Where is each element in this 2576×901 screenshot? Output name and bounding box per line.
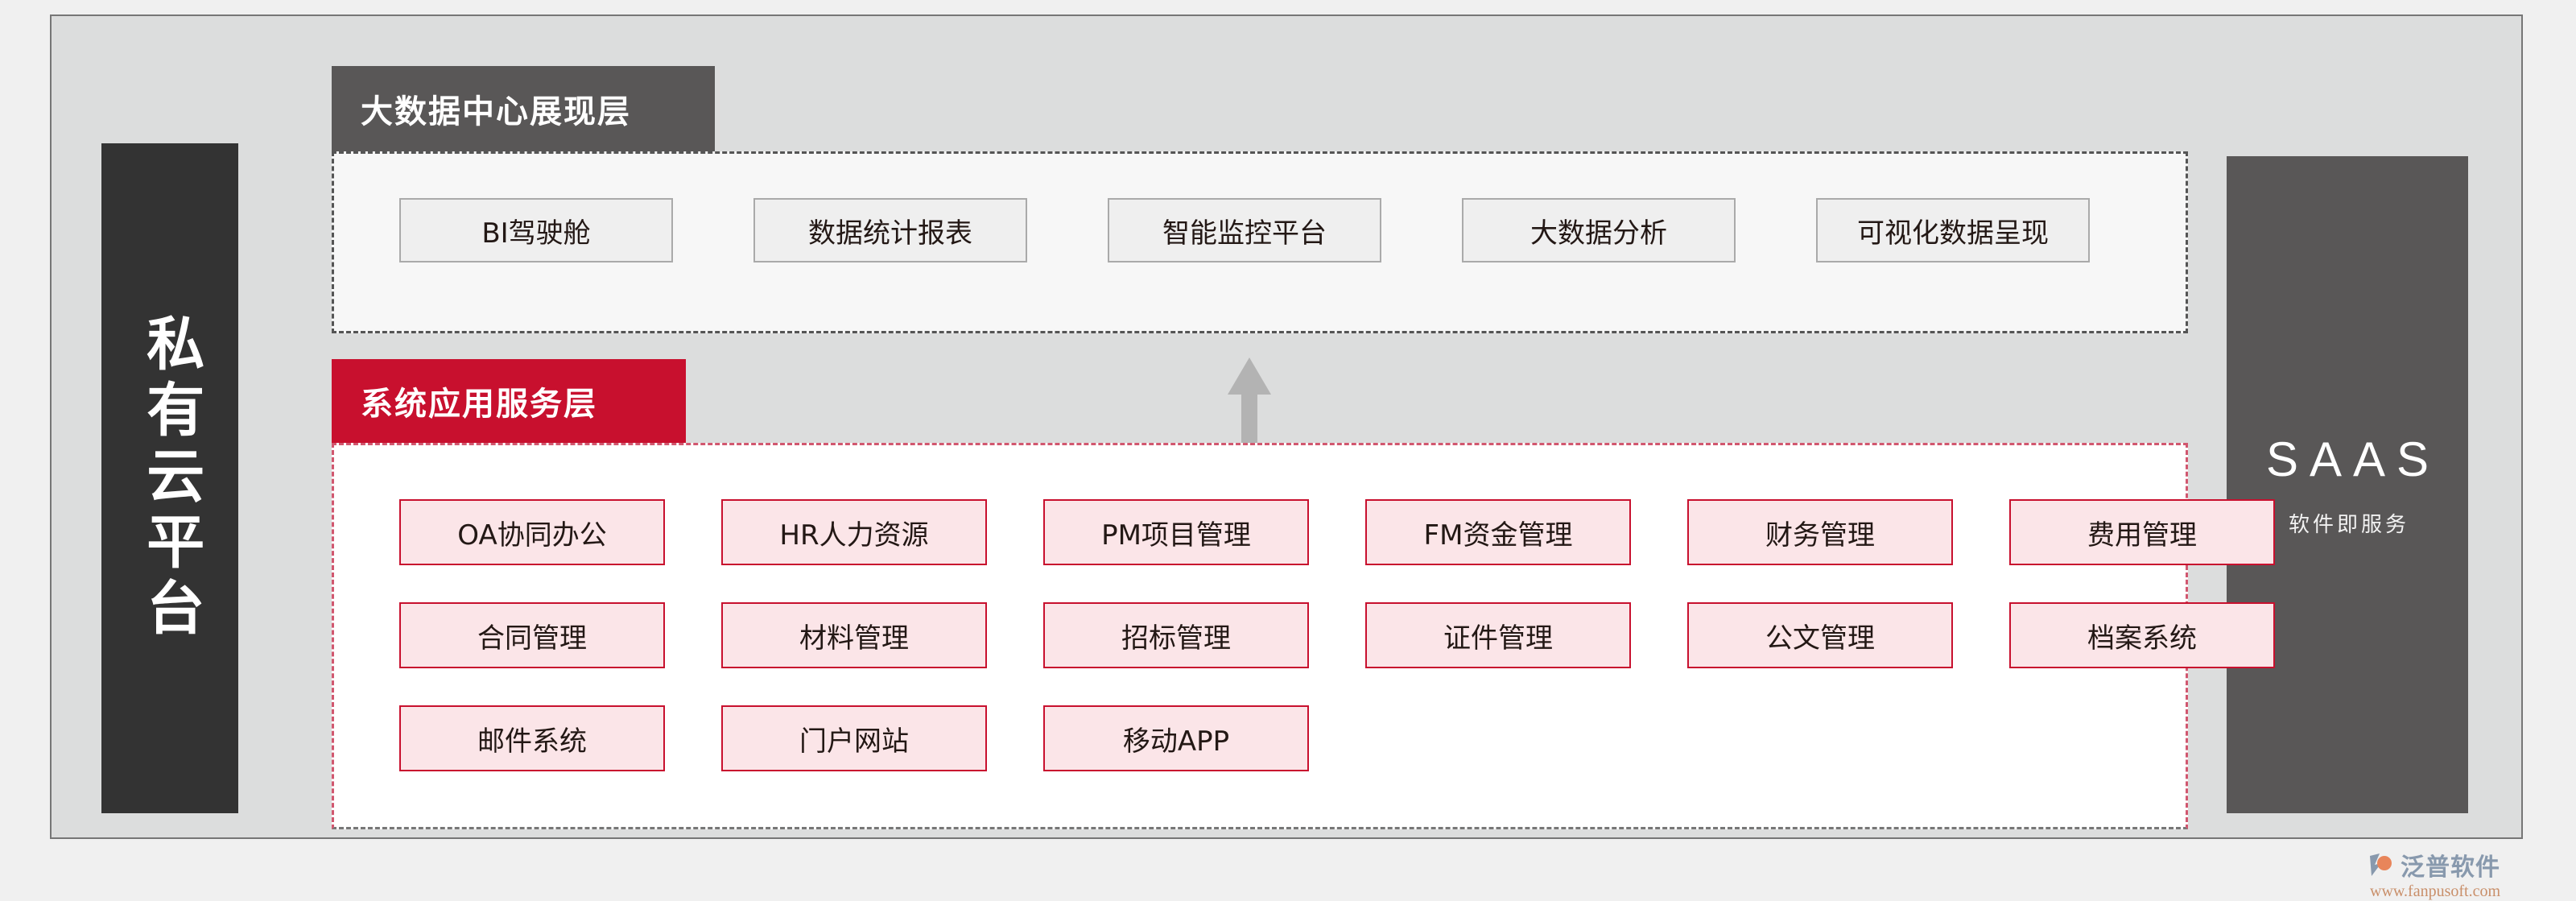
arrow-up-icon [1228,358,1271,444]
app-item-mobile-app[interactable]: 移动APP [1043,705,1309,771]
saas-title: SAAS [2265,432,2441,486]
saas-pillar: SAAS 软件即服务 [2227,156,2468,813]
app-item-material[interactable]: 材料管理 [721,602,987,668]
private-cloud-label: 私有云平台 [136,313,204,643]
app-layer-row-3: 邮件系统 门户网站 移动APP [399,705,1309,771]
data-item-bi-cockpit[interactable]: BI驾驶舱 [399,198,673,262]
app-item-fm[interactable]: FM资金管理 [1365,499,1631,565]
private-cloud-pillar: 私有云平台 [101,143,238,813]
app-item-contract[interactable]: 合同管理 [399,602,665,668]
app-layer-banner: 系统应用服务层 [332,359,686,443]
app-item-bidding[interactable]: 招标管理 [1043,602,1309,668]
app-item-oa[interactable]: OA协同办公 [399,499,665,565]
app-item-pm[interactable]: PM项目管理 [1043,499,1309,565]
data-layer-banner: 大数据中心展现层 [332,66,715,151]
app-item-portal[interactable]: 门户网站 [721,705,987,771]
watermark-url: www.fanpusoft.com [2370,882,2501,900]
data-item-visualization[interactable]: 可视化数据呈现 [1816,198,2090,262]
app-layer-row-1: OA协同办公 HR人力资源 PM项目管理 FM资金管理 财务管理 费用管理 [399,499,2275,565]
data-item-statistics-report[interactable]: 数据统计报表 [753,198,1027,262]
data-item-bigdata-analysis[interactable]: 大数据分析 [1462,198,1736,262]
watermark: 泛普软件 www.fanpusoft.com [2368,847,2570,900]
watermark-brand-row: 泛普软件 [2368,847,2500,882]
app-item-archive[interactable]: 档案系统 [2009,602,2275,668]
watermark-brand: 泛普软件 [2401,853,2500,882]
app-item-certificate[interactable]: 证件管理 [1365,602,1631,668]
data-layer-items: BI驾驶舱 数据统计报表 智能监控平台 大数据分析 可视化数据呈现 [399,198,2090,262]
app-item-document[interactable]: 公文管理 [1687,602,1953,668]
app-item-mail[interactable]: 邮件系统 [399,705,665,771]
fanpu-logo-icon [2370,853,2392,876]
app-item-hr[interactable]: HR人力资源 [721,499,987,565]
app-item-finance[interactable]: 财务管理 [1687,499,1953,565]
app-item-expense[interactable]: 费用管理 [2009,499,2275,565]
saas-subtitle: 软件即服务 [2288,513,2409,537]
app-layer-row-2: 合同管理 材料管理 招标管理 证件管理 公文管理 档案系统 [399,602,2275,668]
data-item-smart-monitoring[interactable]: 智能监控平台 [1108,198,1381,262]
